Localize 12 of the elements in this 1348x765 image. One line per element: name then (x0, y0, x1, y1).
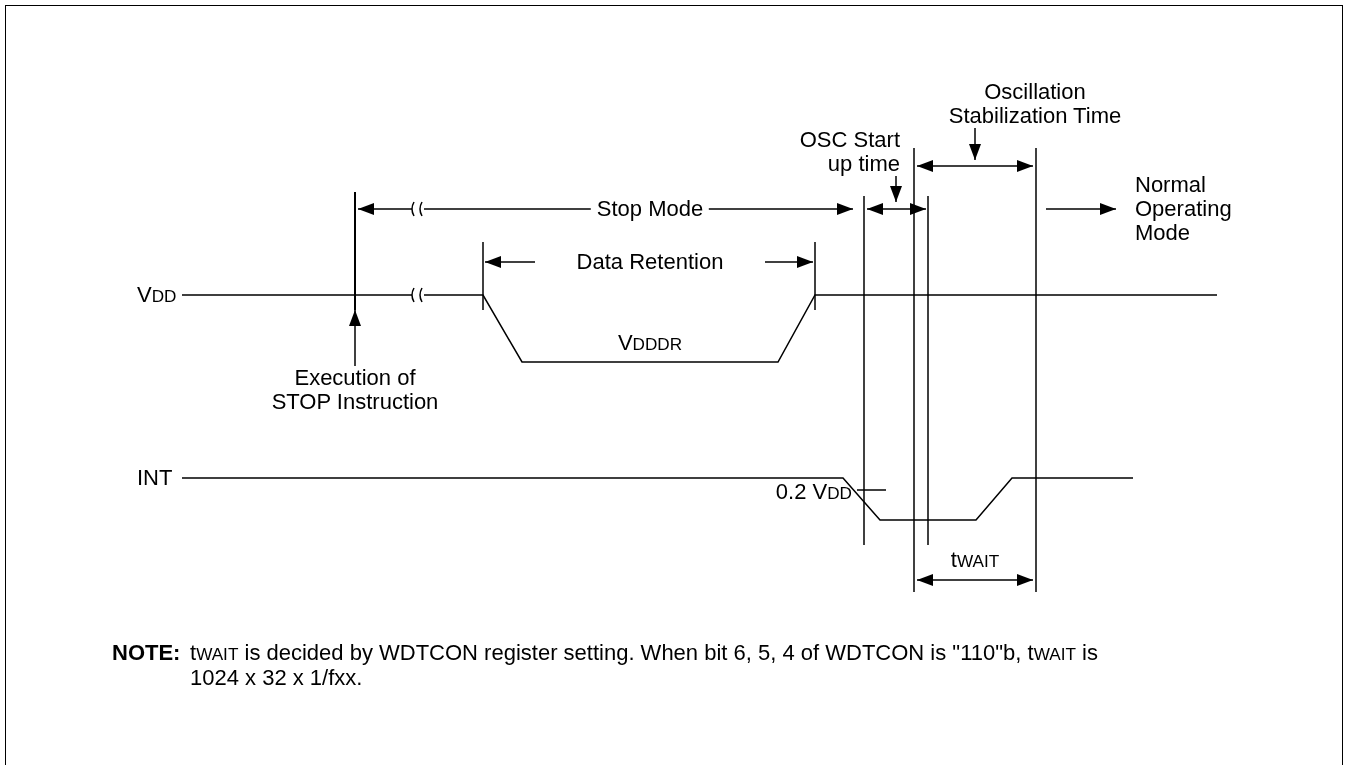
leader-line (890, 175, 902, 203)
leader-line (349, 309, 361, 367)
annotation-text: Execution of STOP Instruction (245, 366, 465, 414)
timing-marker-line (354, 192, 356, 310)
leader-line (969, 127, 981, 161)
signal-label: Stop Mode (590, 197, 710, 221)
note-heading: NOTE: (112, 641, 181, 665)
signal-label: Data Retention (576, 250, 724, 274)
annotation-text: Oscillation Stabilization Time (925, 80, 1145, 128)
annotation-text: OSC Start up time (770, 128, 900, 176)
signal-label: INT (137, 466, 173, 490)
signal-label: Normal Operating Mode (1135, 173, 1233, 245)
